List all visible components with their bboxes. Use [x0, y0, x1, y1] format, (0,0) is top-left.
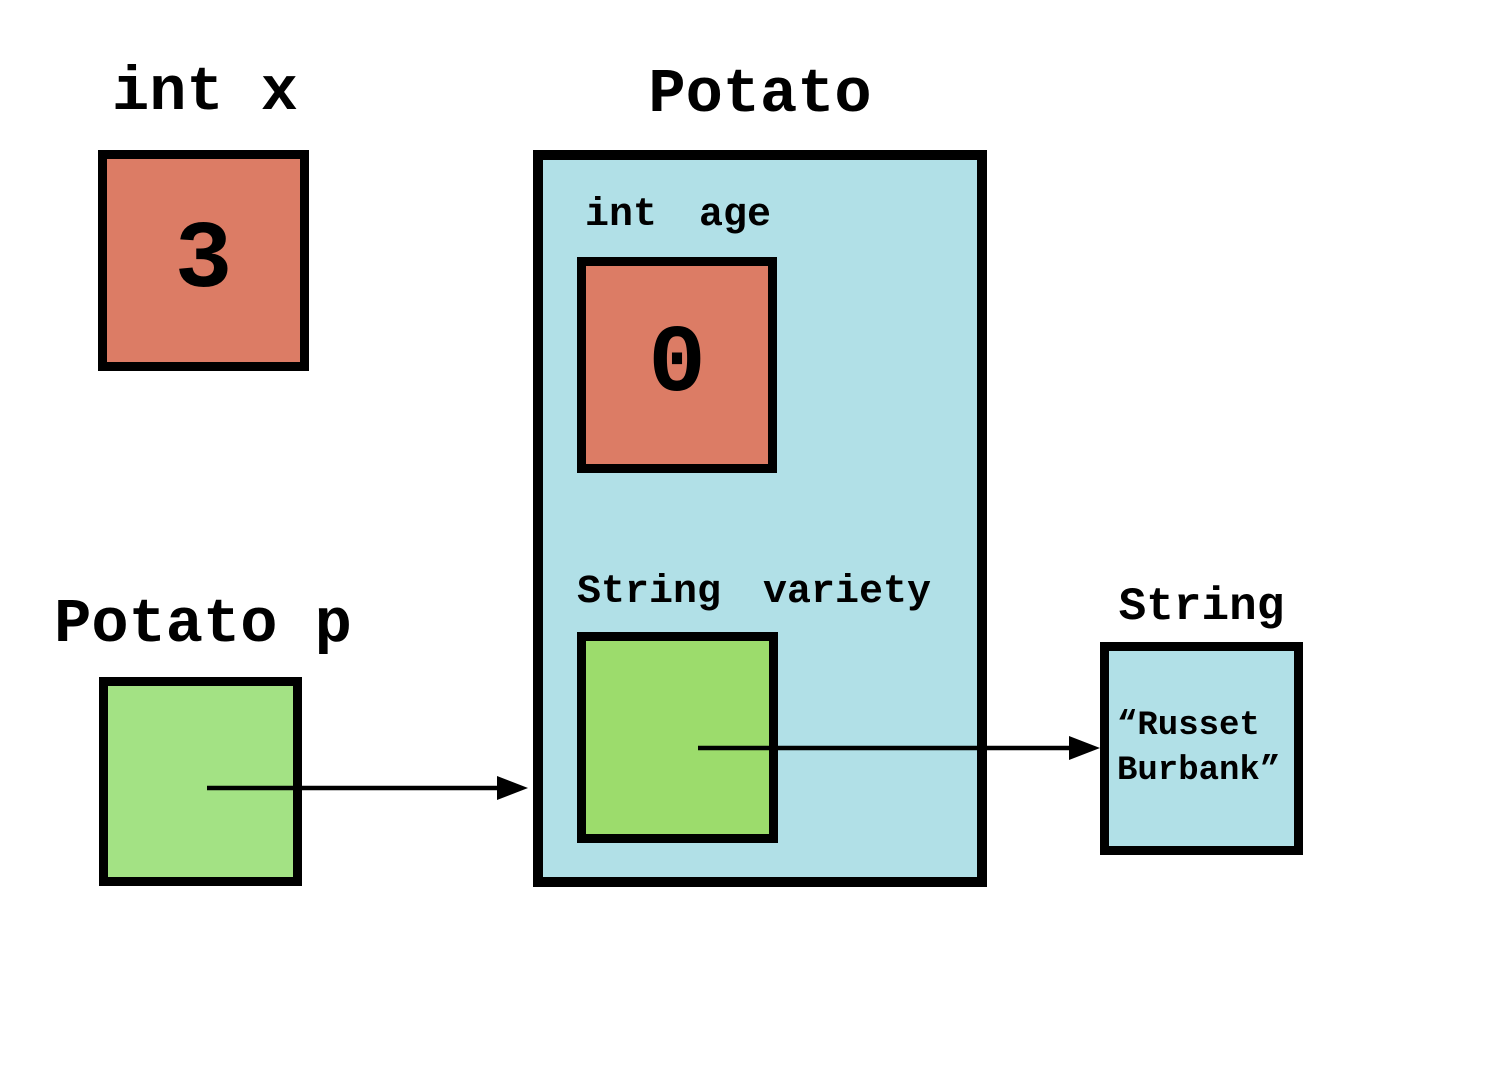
- string-value-line2: Burbank”: [1117, 751, 1281, 790]
- potato-p-box: [99, 677, 302, 886]
- int-x-value: 3: [174, 205, 233, 315]
- string-object-value: “Russet Burbank”: [1109, 651, 1294, 846]
- potato-object-title: Potato: [648, 59, 872, 130]
- variety-field-label: String variety: [577, 570, 932, 615]
- string-object-title: String: [1118, 581, 1285, 633]
- potato-p-label: Potato p: [54, 589, 352, 660]
- int-x-label: int x: [111, 57, 299, 128]
- age-field-value: 0: [648, 310, 706, 419]
- age-field-box: 0: [577, 257, 777, 473]
- variety-field-box: [577, 632, 778, 843]
- int-x-box: 3: [98, 150, 309, 371]
- string-value-line1: “Russet: [1117, 706, 1260, 745]
- string-object-box: “Russet Burbank”: [1100, 642, 1303, 855]
- age-field-label: int age: [585, 193, 772, 238]
